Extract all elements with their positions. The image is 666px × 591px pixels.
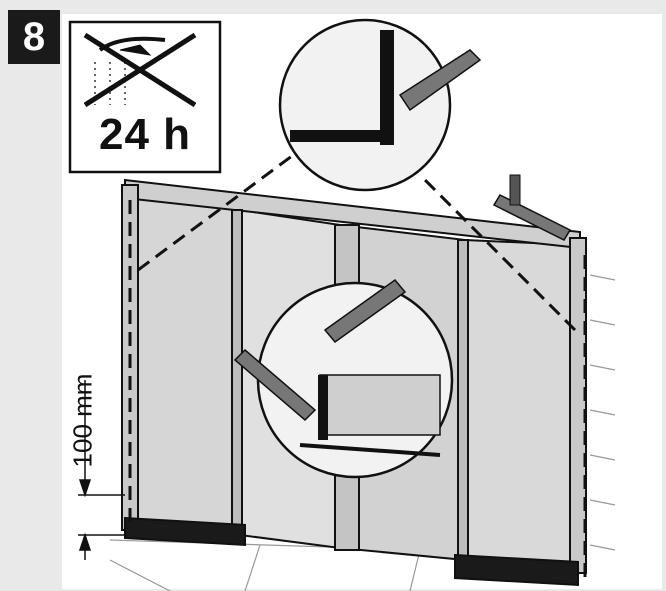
wall-tiles (589, 274, 616, 551)
no-shower-icon (83, 32, 197, 108)
cure-duration-label: 24 h (98, 110, 192, 159)
cure-notice-box (68, 20, 222, 174)
dimension-arrows (78, 380, 125, 560)
caulking-gun-icon (492, 174, 572, 241)
detail-magnifier-middle (233, 278, 454, 479)
dimension-label: 100 mm (67, 373, 98, 468)
detail-magnifier-top (278, 18, 482, 192)
step-number-badge: 8 (8, 10, 60, 64)
silicone-seam-lines (128, 148, 587, 580)
